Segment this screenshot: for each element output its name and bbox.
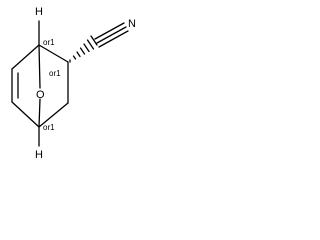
nitrogen-label: N	[128, 18, 136, 30]
bond-c1-o	[38, 44, 41, 89]
hydrogen-top-label: H	[35, 6, 43, 18]
bond-c3-c4	[38, 102, 69, 128]
hydrogen-bottom-label: H	[35, 149, 43, 161]
triple-bond-cn	[94, 22, 129, 48]
stereo-label-c1: or1	[43, 38, 55, 47]
bond-o-c4	[38, 98, 41, 128]
oxygen-label: O	[36, 89, 45, 101]
bond-c5-c4	[11, 101, 40, 128]
bond-c1-c6	[11, 44, 40, 70]
stereo-label-c4: or1	[43, 123, 55, 132]
molecule-structure: H H O N or1 or1 or1	[11, 6, 136, 161]
hashed-wedge-bond	[69, 35, 98, 63]
bond-c1-c2	[38, 44, 69, 63]
stereo-label-c2: or1	[49, 69, 61, 78]
